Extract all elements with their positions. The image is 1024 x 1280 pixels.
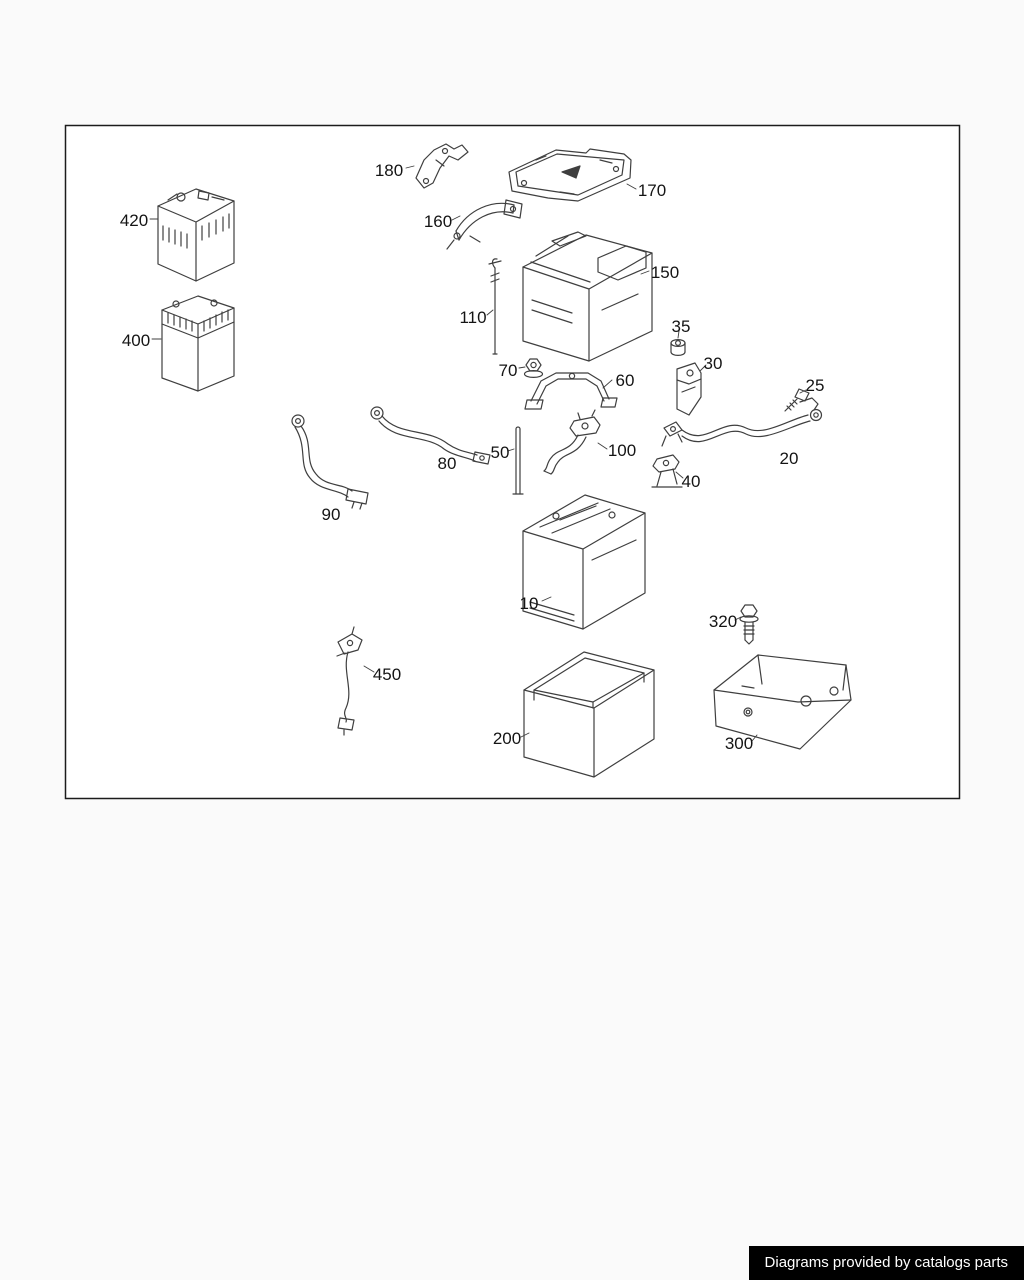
part-170-tray-drawing (508, 148, 632, 202)
part-180-bracket-drawing (415, 143, 469, 189)
part-80-cable-drawing (370, 406, 491, 465)
part-label-70: 70 (499, 361, 518, 380)
part-label-170: 170 (638, 181, 666, 200)
part-label-450: 450 (373, 665, 401, 684)
diagram-artwork (149, 143, 852, 778)
part-160-bracket-drawing (446, 199, 523, 250)
part-labels: 180 170 160 150 420 400 110 35 30 25 70 … (120, 161, 825, 753)
part-label-20: 20 (780, 449, 799, 468)
part-label-200: 200 (493, 729, 521, 748)
part-label-60: 60 (616, 371, 635, 390)
part-label-40: 40 (682, 472, 701, 491)
part-10-battery-drawing (522, 494, 646, 630)
part-100-terminal-hose-drawing (543, 409, 601, 475)
part-60-bracket-drawing (524, 372, 618, 410)
part-400-battery-drawing (161, 295, 235, 392)
diagram-frame (64, 124, 961, 800)
part-20-cable-drawing (661, 397, 823, 447)
part-label-180: 180 (375, 161, 403, 180)
part-label-150: 150 (651, 263, 679, 282)
part-label-300: 300 (725, 734, 753, 753)
part-label-400: 400 (122, 331, 150, 350)
part-300-cover-drawing (713, 654, 852, 750)
part-label-35: 35 (672, 317, 691, 336)
part-90-cable-drawing (291, 414, 369, 510)
part-label-320: 320 (709, 612, 737, 631)
part-label-30: 30 (704, 354, 723, 373)
part-label-80: 80 (438, 454, 457, 473)
part-label-50: 50 (491, 443, 510, 462)
footer-credit: Diagrams provided by catalogs parts (748, 1246, 1024, 1280)
part-450-sensor-drawing (336, 626, 363, 736)
part-200-tray-drawing (523, 651, 655, 778)
part-110-rod-drawing (488, 258, 502, 355)
part-label-100: 100 (608, 441, 636, 460)
part-50-rod-drawing (512, 426, 524, 495)
leader-lines (149, 165, 807, 742)
part-70-nut-drawing (523, 358, 544, 379)
part-label-110: 110 (459, 308, 486, 327)
part-420-battery-drawing (157, 188, 235, 282)
part-150-cover-drawing (522, 231, 653, 362)
part-label-10: 10 (520, 594, 539, 613)
part-label-160: 160 (424, 212, 452, 231)
part-label-420: 420 (120, 211, 148, 230)
part-label-90: 90 (322, 505, 341, 524)
part-40-terminal-drawing (651, 454, 683, 488)
part-25-screw-drawing (784, 388, 810, 412)
part-30-bracket-drawing (676, 362, 702, 416)
part-320-bolt-drawing (739, 604, 759, 645)
part-35-nut-drawing (670, 339, 686, 356)
part-label-25: 25 (806, 376, 825, 395)
